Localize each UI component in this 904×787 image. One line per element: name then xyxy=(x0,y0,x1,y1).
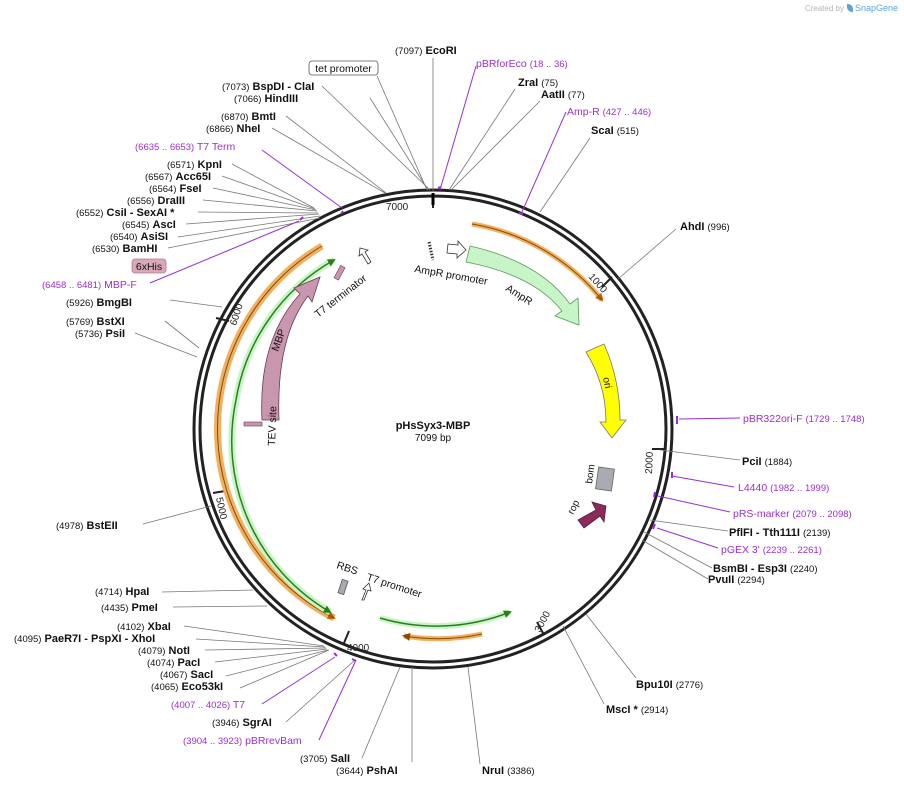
orf-arc-bottom-orange-line xyxy=(402,633,483,641)
site-hindiii: (7066) HindIII xyxy=(234,93,298,105)
ori-label: ori xyxy=(600,376,613,389)
site-bsteii: (4978) BstEII xyxy=(56,520,118,532)
primer-amp-r: Amp-R (427 .. 446) xyxy=(567,106,651,118)
tick-label-4000: 4000 xyxy=(347,643,370,654)
tet-promoter-label: tet promoter xyxy=(315,63,372,75)
site-bpu10i: Bpu10I (2776) xyxy=(636,679,703,691)
orf-arc-bottom-green-line xyxy=(379,610,512,627)
t7-promoter-label: T7 promoter xyxy=(365,571,424,600)
site-bmti: (6870) BmtI xyxy=(221,111,276,123)
mbp-arrow xyxy=(261,276,321,421)
site-paci: (4074) PacI xyxy=(147,657,200,669)
primer-pgex-3: pGEX 3' (2239 .. 2261) xyxy=(721,544,822,556)
site-paer7i: (4095) PaeR7I - PspXI - XhoI xyxy=(14,633,155,645)
site-zrai: ZraI (75) xyxy=(518,77,558,89)
site-sali: (3705) SalI xyxy=(300,753,350,765)
site-acc65i: (6567) Acc65I xyxy=(145,171,211,183)
site-asisi: (6540) AsiSI xyxy=(110,231,168,243)
primer-mbp-f: (6458 .. 6481) MBP-F xyxy=(42,279,137,291)
site-psii: (5736) PsiI xyxy=(75,328,125,340)
rbs-box xyxy=(337,578,349,596)
tick-label-7000: 7000 xyxy=(386,202,409,213)
site-nrui: NruI (3386) xyxy=(482,765,535,777)
tev-site-label: TEV site xyxy=(266,406,279,446)
site-hpai: (4714) HpaI xyxy=(95,586,149,598)
orf-arc-left-line xyxy=(217,245,335,619)
ampr-promoter-marker xyxy=(427,241,435,261)
primer-t7-term: (6635 .. 6653) T7 Term xyxy=(135,141,235,153)
site-bstxi: (5769) BstXI xyxy=(66,316,125,328)
rop-arrow xyxy=(577,501,607,529)
site-pvuii: PvuII (2294) xyxy=(708,574,765,586)
site-fsei: (6564) FseI xyxy=(149,183,202,195)
primer-leader-lines xyxy=(149,65,741,741)
primer-l4440: L4440 (1982 .. 1999) xyxy=(738,482,829,494)
site-kpni: (6571) KpnI xyxy=(167,159,222,171)
site-pshai: (3644) PshAI xyxy=(336,765,398,777)
snapgene-logo-icon xyxy=(846,4,853,12)
rbs-label: RBS xyxy=(335,559,359,577)
site-xbai: (4102) XbaI xyxy=(117,621,171,633)
credit-brand: SnapGene xyxy=(854,3,898,13)
primer-prs-marker: pRS-marker (2079 .. 2098) xyxy=(733,508,852,520)
orf-arc-green-upper-line xyxy=(235,259,336,401)
site-draiii: (6556) DraIII xyxy=(127,195,185,207)
ampr-promoter-arrow xyxy=(446,239,467,259)
his-tag-box: 6xHis xyxy=(131,258,167,274)
bom-label: bom xyxy=(584,464,598,485)
orf-arc-green-lower-line xyxy=(231,399,332,614)
snapgene-credit: Created by SnapGene xyxy=(805,3,898,13)
primer-t7: (4007 .. 4026) T7 xyxy=(171,699,245,711)
site-bspdi: (7073) BspDI - ClaI xyxy=(222,81,314,93)
t7-terminator-arrow xyxy=(358,247,372,265)
site-pcii: PciI (1884) xyxy=(742,456,792,468)
site-noti: (4079) NotI xyxy=(138,645,190,657)
orf-arc-ampr-line xyxy=(471,223,603,301)
credit-prefix: Created by xyxy=(804,4,844,13)
plasmid-length: 7099 bp xyxy=(415,433,452,444)
t7-terminator-label: T7 terminator xyxy=(312,272,369,320)
site-aatii: AatII (77) xyxy=(541,89,585,101)
site-eco53ki: (4065) Eco53kI xyxy=(151,681,223,693)
ampr-gene-arrow xyxy=(465,245,580,326)
his-tag-mark xyxy=(333,265,346,281)
bom-box xyxy=(595,466,615,492)
site-ecori: (7097) EcoRI xyxy=(395,45,457,57)
rop-label: rop xyxy=(566,498,583,516)
ori-arrow xyxy=(585,343,627,439)
site-csii: (6552) CsiI - SexAI * xyxy=(76,207,175,219)
primer-pbrforeco: pBRforEco (18 .. 36) xyxy=(476,58,568,70)
site-asci: (6545) AscI xyxy=(122,219,176,231)
site-bsmbi: BsmBI - Esp3I (2240) xyxy=(713,563,818,575)
site-bamhi: (6530) BamHI xyxy=(92,243,157,255)
tet-promoter-box: tet promoter xyxy=(308,60,379,76)
ampr-gene-label: AmpR xyxy=(503,282,534,308)
site-ahdi: AhdI (996) xyxy=(680,221,730,233)
tick-label-5000: 5000 xyxy=(213,496,228,520)
site-pflfi: PflFI - Tth111I (2139) xyxy=(729,527,830,539)
his-tag-label: 6xHis xyxy=(136,261,162,273)
tev-site-mark xyxy=(243,421,263,427)
site-msci: MscI * (2914) xyxy=(606,704,668,716)
ampr-promoter-label: AmpR promoter xyxy=(413,263,489,288)
site-nhei: (6866) NheI xyxy=(206,123,260,135)
site-sgrai: (3946) SgrAI xyxy=(212,717,272,729)
site-pmei: (4435) PmeI xyxy=(101,602,158,614)
primer-marks xyxy=(299,186,678,662)
site-leader-lines xyxy=(134,58,741,765)
primer-pbr322ori-f: pBR322ori-F (1729 .. 1748) xyxy=(743,413,865,425)
t7-promoter-arrow xyxy=(361,582,372,601)
site-saci: (4067) SacI xyxy=(160,669,213,681)
plasmid-name: pHsSyx3-MBP xyxy=(396,420,471,432)
tick-label-2000: 2000 xyxy=(644,451,656,474)
site-scai: ScaI (515) xyxy=(591,125,639,137)
site-bmgbi: (5926) BmgBI xyxy=(66,297,132,309)
primer-pbrrevbam: (3904 .. 3923) pBRrevBam xyxy=(183,735,302,747)
